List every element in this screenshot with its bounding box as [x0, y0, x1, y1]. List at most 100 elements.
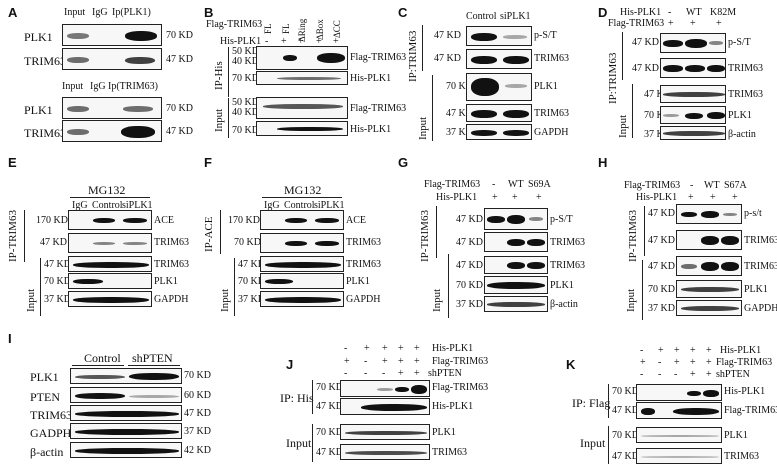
mw-label: 70 KD	[232, 125, 259, 136]
blot-strip	[676, 256, 742, 276]
sign: +	[333, 36, 339, 47]
mw-label: 37 KD	[184, 426, 211, 437]
col-label: siPLK1	[314, 200, 345, 211]
sign: +	[414, 368, 420, 379]
band-label: p-s/t	[744, 208, 762, 219]
blot-strip	[340, 380, 430, 397]
sign: -	[658, 369, 662, 380]
blot-strip	[70, 405, 182, 421]
band-label: His-PLK1	[350, 124, 392, 135]
col-label: Input	[62, 81, 84, 92]
col-label: Control	[284, 200, 315, 211]
mw-label: 47 KD	[40, 237, 67, 248]
blot-strip	[676, 280, 742, 298]
sign: -	[640, 369, 644, 380]
sign: +	[716, 18, 722, 29]
mw-label: 70 KD	[446, 81, 473, 92]
blot-strip	[676, 300, 742, 316]
sign: +	[492, 192, 498, 203]
col-label: Ip(TRIM63)	[108, 81, 158, 92]
mw-label: 70 KD	[234, 237, 261, 248]
blot-strip	[484, 232, 548, 252]
sign: +	[316, 36, 322, 47]
blot-strip	[70, 368, 182, 384]
col-label: siPLK1	[122, 200, 153, 211]
band-label: GAPDH	[154, 294, 189, 305]
blot-strip	[256, 121, 348, 136]
band-label: Flag-TRIM63	[350, 103, 407, 114]
treatment-label: Flag-TRIM63	[608, 18, 665, 29]
blot-strip	[62, 48, 162, 70]
treatment-label: His-PLK1	[636, 192, 678, 203]
band-label: TRIM63	[550, 237, 585, 248]
row-label: β-actin	[30, 445, 64, 459]
blot-strip	[62, 97, 162, 119]
band-label: PLK1	[744, 284, 768, 295]
sign: -	[364, 356, 368, 367]
blot-strip	[466, 49, 532, 69]
band-label: ACE	[154, 215, 174, 226]
blot-strip	[68, 291, 152, 307]
blot-strip	[70, 423, 182, 439]
mw-label: 47 KD	[44, 259, 71, 270]
blot-strip	[70, 387, 182, 403]
blot-strip	[68, 256, 152, 272]
mw-label: 47 KD	[612, 405, 639, 416]
blot-strip	[260, 233, 344, 253]
sign: -	[658, 357, 662, 368]
blot-strip	[256, 97, 348, 119]
mw-label: 37 KD	[456, 299, 483, 310]
sign: +	[688, 192, 694, 203]
treatment-label: Flag-TRIM63	[432, 356, 489, 367]
panel-label-a: A	[8, 5, 18, 20]
col-label: WT	[508, 179, 524, 190]
mw-label: 50 KD	[232, 46, 259, 57]
col-label: Control	[466, 11, 497, 22]
ip-label: IP-His	[213, 61, 225, 90]
col-label: IgG	[264, 200, 280, 211]
blot-strip	[466, 124, 532, 140]
sign: +	[658, 345, 664, 356]
row-label: PTEN	[30, 390, 60, 404]
blot-strip	[68, 273, 152, 289]
sign: +	[710, 192, 716, 203]
mw-label: 47 KD	[456, 214, 483, 225]
band-label: p-S/T	[534, 30, 557, 41]
input-label: Input	[580, 436, 606, 450]
sign: -	[344, 343, 348, 354]
blot-strip	[260, 256, 344, 272]
blot-strip	[260, 273, 344, 289]
treatment-label: His-PLK1	[220, 36, 262, 47]
input-label: Input	[25, 288, 37, 312]
mw-label: 47 KD	[632, 37, 659, 48]
mw-label: 70 KD	[166, 103, 193, 114]
col-label: IgG	[90, 81, 106, 92]
col-label: FL	[281, 23, 291, 34]
sign: +	[512, 192, 518, 203]
band-label: PLK1	[432, 427, 456, 438]
mw-label: 70 KD	[316, 382, 343, 393]
col-label: IgG	[92, 7, 108, 18]
panel-label-f: F	[204, 155, 212, 170]
sign: +	[706, 345, 712, 356]
treatment-label: Flag-TRIM63	[424, 179, 481, 190]
row-label: PLK1	[30, 370, 59, 384]
panel-label-j: J	[286, 357, 294, 372]
sign: +	[536, 192, 542, 203]
sign: +	[674, 357, 680, 368]
col-label: S67A	[724, 180, 747, 191]
blot-strip	[660, 58, 726, 78]
sign: +	[690, 357, 696, 368]
panel-label-d: D	[598, 5, 608, 20]
blot-strip	[260, 210, 344, 230]
treatment-label: His-PLK1	[720, 345, 762, 356]
col-label: WT	[686, 7, 702, 18]
band-label: TRIM63	[534, 108, 569, 119]
row-label: TRIM63	[24, 126, 66, 140]
col-label: Input	[64, 7, 86, 18]
ip-label: IP-ACE	[203, 216, 215, 252]
blot-strip	[466, 104, 532, 122]
panel-label-g: G	[398, 155, 409, 170]
panel-label-h: H	[598, 155, 608, 170]
sign: -	[674, 369, 678, 380]
